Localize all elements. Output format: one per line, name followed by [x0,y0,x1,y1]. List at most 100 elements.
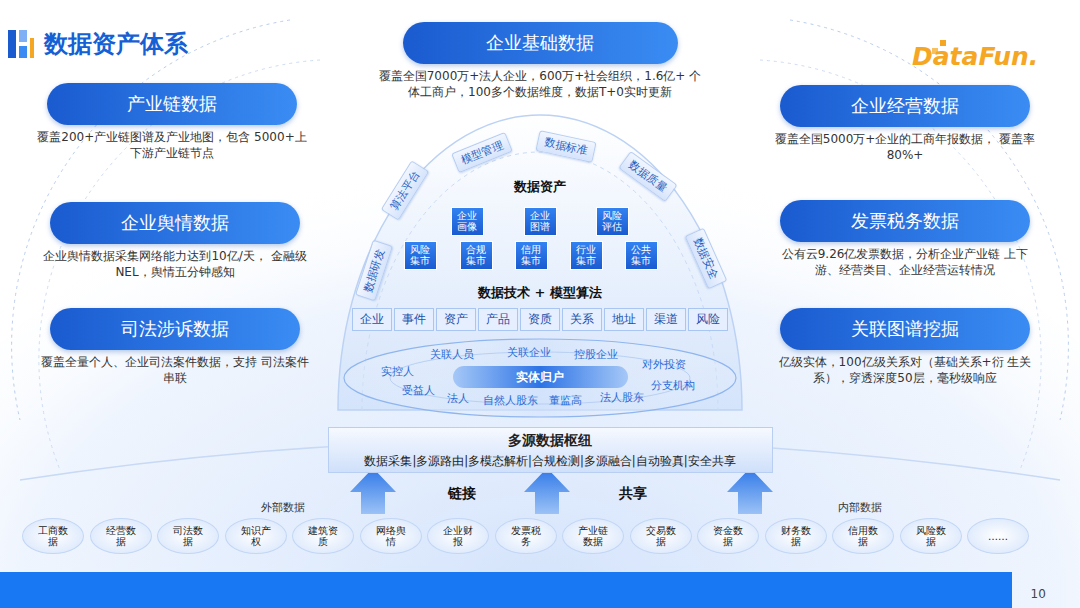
pill-heading: 产业链数据 [47,83,297,125]
relation-word: 对外投资 [642,357,686,372]
flow-word: 链接 [448,485,476,503]
data-source-bubble: 产业链数据 [562,518,624,554]
node-text: 企业财报 [442,525,474,547]
data-category: 企业舆情数据企业舆情数据采集网络能力达到10亿/天， 金融级NEL，舆情五分钟感… [35,202,315,280]
data-source-bubble: …… [967,518,1029,554]
capability-tag: 数据研发 [355,239,393,301]
node-text: 多源数据枢纽 [329,432,772,450]
node-text: 企业画像 [457,210,478,233]
asset-box: 风险评估 [596,207,629,236]
pill-heading: 企业舆情数据 [50,202,300,244]
node-text: 风险集市 [410,244,431,267]
node-text: 数据质量 [626,158,669,194]
footer-bar [0,572,1012,608]
data-category: 发票税务数据公有云9.26亿发票数据，分析企业产业链 上下游、经营类目、企业经营… [770,200,1040,278]
logo-text: DataFun. [912,42,1038,71]
node-text: 网络舆情 [375,525,407,547]
node-text: 产品 [486,312,510,326]
relation-word: 受益人 [402,383,435,398]
heading-text: 关联图谱挖掘 [851,317,959,341]
node-text: 产业链数据 [577,525,609,547]
data-source-bubble: 风险数据 [900,518,962,554]
data-hub-band: 多源数据枢纽数据采集|多源路由|多模态解析|合规检测|多源融合|自动验真|安全共… [328,427,773,473]
dashed-arc [760,60,1041,470]
node-text: 资质 [528,312,552,326]
tech-box: 资产 [436,308,476,331]
relation-word: 实控人 [381,364,414,379]
node-text: 渠道 [654,312,678,326]
entity-core: 实体归户 [453,366,628,388]
up-arrow [350,468,396,514]
title-accent [19,30,27,42]
asset-box: 企业图谱 [524,207,557,236]
entity-ring [344,339,736,417]
node-text: 数据标准 [543,135,589,157]
node-text: 财务数据 [780,525,812,547]
data-category: 关联图谱挖掘亿级实体，100亿级关系对（基础关系+衍 生关系），穿透深度50层，… [765,308,1045,386]
data-source-bubble: 财务数据 [765,518,827,554]
node-text: 资金数据 [712,525,744,547]
node-text: 行业集市 [576,244,597,267]
pill-heading: 企业基础数据 [403,22,678,64]
section-heading: 数据资产 [514,178,566,196]
relation-word: 法人 [447,391,469,406]
node-text: 数据采集|多源路由|多模态解析|合规检测|多源融合|自动验真|安全共享 [329,454,772,469]
node-text: 公共集市 [631,244,652,267]
data-source-bubble: 企业财报 [427,518,489,554]
node-text: 信用集市 [521,244,542,267]
node-text: 司法数据 [172,525,204,547]
tech-box: 渠道 [646,308,686,331]
asset-box: 企业画像 [451,207,484,236]
capability-tag: 数据质量 [618,150,677,201]
relation-word: 董监高 [549,393,582,408]
description-text: 亿级实体，100亿级关系对（基础关系+衍 生关系），穿透深度50层，毫秒级响应 [765,355,1045,386]
capability-tag: 数据标准 [535,130,596,163]
data-source-bubble: 网络舆情 [360,518,422,554]
heading-text: 企业经营数据 [851,94,959,118]
node-text: 信用数据 [847,525,879,547]
pill-heading: 发票税务数据 [780,200,1030,242]
node-text: 事件 [402,312,426,326]
title-accent [19,46,27,58]
mart-box: 信用集市 [515,241,548,270]
up-arrow [524,468,570,514]
page-number: 10 [1031,587,1046,601]
tech-box: 关系 [562,308,602,331]
description-text: 企业舆情数据采集网络能力达到10亿/天， 金融级NEL，舆情五分钟感知 [35,249,315,280]
node-text: 风险数据 [915,525,947,547]
mart-box: 合规集市 [460,241,493,270]
tech-box: 企业 [352,308,392,331]
title-accent [8,30,16,58]
data-source-bubble: 建筑资质 [292,518,354,554]
tech-box: 资质 [520,308,560,331]
capability-tag: 数据安全 [685,227,728,289]
node-text: 风险评估 [602,210,623,233]
data-source-bubble: 工商数据 [22,518,84,554]
node-text: 数据安全 [691,235,721,280]
heading-text: 企业舆情数据 [121,211,229,235]
relation-word: 自然人股东 [483,393,538,408]
group-label: 内部数据 [838,500,882,515]
flow-word: 共享 [619,485,647,503]
description-text: 覆盖全量个人、企业司法案件数据，支持 司法案件串联 [40,355,310,386]
group-label: 外部数据 [261,500,305,515]
background-glow [0,160,1080,608]
data-category: 企业基础数据覆盖全国7000万+法人企业，600万+社会组织，1.6亿+ 个体工… [375,22,705,100]
node-text: 地址 [612,312,636,326]
description-text: 公有云9.26亿发票数据，分析企业产业链 上下游、经营类目、企业经营运转情况 [770,247,1040,278]
heading-text: 产业链数据 [127,92,217,116]
relation-word: 法人股东 [600,390,644,405]
data-source-bubble: 司法数据 [157,518,219,554]
up-arrow [727,468,773,514]
title-accent [30,38,34,58]
description-text: 覆盖200+产业链图谱及产业地图，包含 5000+上下游产业链节点 [37,130,307,161]
node-text: 资产 [444,312,468,326]
data-source-bubble: 发票税务 [495,518,557,554]
mart-box: 风险集市 [404,241,437,270]
data-source-bubble: 经营数据 [90,518,152,554]
node-text: 经营数据 [105,525,137,547]
description-text: 覆盖全国5000万+企业的工商年报数据， 覆盖率80%+ [770,132,1040,163]
node-text: 建筑资质 [307,525,339,547]
node-text: 企业 [360,312,384,326]
